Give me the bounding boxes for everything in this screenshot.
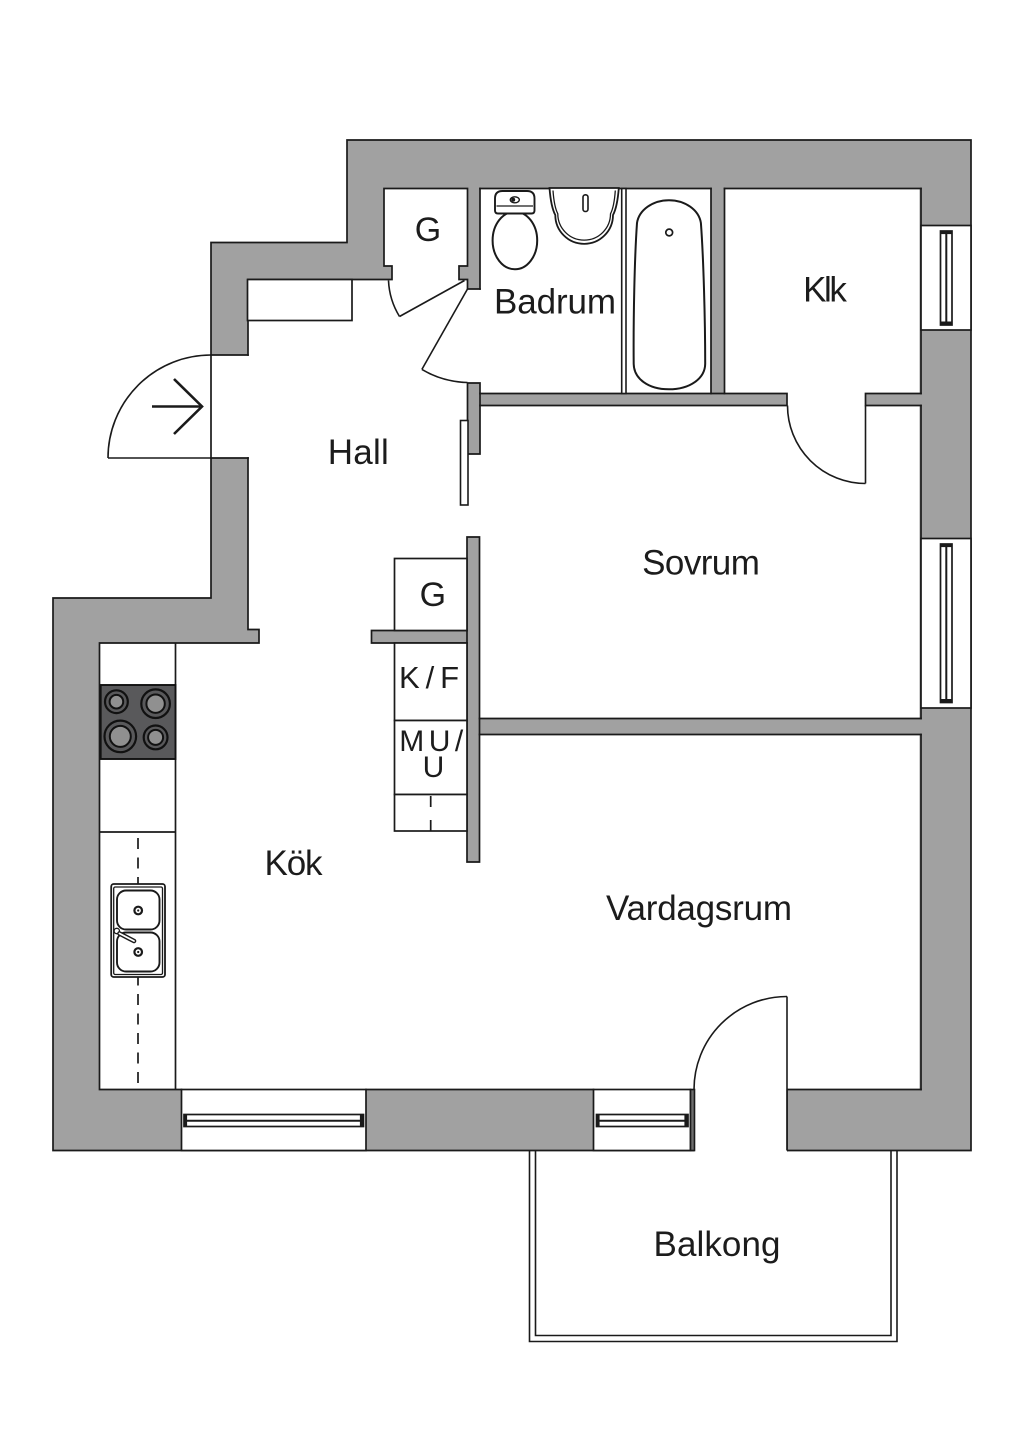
- svg-text:Hall: Hall: [328, 433, 389, 472]
- svg-text:Balkong: Balkong: [654, 1225, 781, 1264]
- svg-text:Kök: Kök: [265, 844, 324, 883]
- svg-text:G: G: [420, 576, 446, 614]
- svg-text:Vardagsrum: Vardagsrum: [606, 889, 792, 928]
- svg-text:K/F: K/F: [399, 660, 459, 695]
- svg-text:Sovrum: Sovrum: [642, 544, 760, 583]
- svg-text:G: G: [415, 211, 441, 249]
- svg-text:Klk: Klk: [803, 271, 847, 310]
- svg-text:Badrum: Badrum: [494, 283, 616, 322]
- svg-text:U: U: [423, 751, 445, 784]
